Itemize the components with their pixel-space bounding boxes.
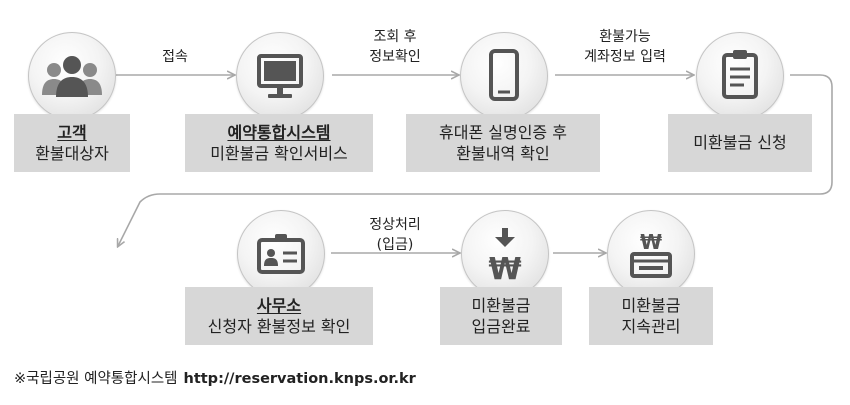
- edge-label-account-line1: 환불가능: [599, 29, 651, 45]
- apply-box: 미환불금 신청: [668, 114, 812, 172]
- edge-label-info-line2: 정보확인: [369, 48, 421, 65]
- svg-text:₩: ₩: [488, 252, 521, 287]
- edge-label-process-line1: 정상처리: [369, 217, 421, 233]
- customer-title: 고객: [57, 122, 87, 142]
- smartphone-icon: [489, 49, 519, 101]
- footnote: ※국립공원 예약통합시스템 http://reservation.knps.or.…: [14, 367, 416, 388]
- verify-icon-circle: [460, 32, 548, 120]
- monitor-icon: [257, 54, 303, 98]
- arrow-wrap: [118, 74, 833, 246]
- manage-icon-circle: ₩: [607, 210, 695, 298]
- svg-text:₩: ₩: [640, 230, 662, 254]
- system-title: 예약통합시스템: [227, 122, 331, 142]
- edge-label-connect: 접속: [145, 48, 205, 68]
- verify-line2: 환불내역 확인: [456, 144, 550, 163]
- customer-icon-circle: [28, 32, 116, 120]
- footnote-url: http://reservation.knps.or.kr: [183, 371, 416, 387]
- deposit-line2: 입금완료: [471, 317, 531, 336]
- customer-box: 고객 환불대상자: [14, 114, 130, 172]
- manage-line2: 지속관리: [621, 317, 681, 336]
- deposit-icon-circle: ₩: [461, 210, 549, 298]
- office-subtitle: 신청자 환불정보 확인: [207, 317, 351, 336]
- apply-title: 미환불금 신청: [693, 133, 787, 153]
- clipboard-icon: [722, 50, 758, 99]
- edge-label-connect-line1: 접속: [162, 49, 188, 65]
- deposit-line1: 미환불금: [471, 295, 531, 315]
- apply-icon-circle: [696, 32, 784, 120]
- edge-label-info-line1: 조회 후: [373, 29, 417, 45]
- office-icon-circle: [237, 210, 325, 298]
- edge-label-account: 환불가능 계좌정보 입력: [565, 28, 685, 67]
- footnote-prefix: ※국립공원 예약통합시스템: [14, 371, 178, 387]
- manage-box: 미환불금 지속관리: [589, 287, 713, 345]
- edge-label-process-line2: (입금): [376, 236, 414, 253]
- system-box: 예약통합시스템 미환불금 확인서비스: [185, 114, 373, 172]
- won-down-arrow-icon: ₩: [488, 228, 522, 287]
- edge-label-account-line2: 계좌정보 입력: [584, 48, 666, 65]
- won-card-icon: ₩: [630, 230, 672, 278]
- manage-line1: 미환불금: [621, 295, 681, 315]
- system-icon-circle: [236, 32, 324, 120]
- id-card-icon: [257, 234, 305, 274]
- office-box: 사무소 신청자 환불정보 확인: [185, 287, 373, 345]
- customer-subtitle: 환불대상자: [35, 144, 109, 163]
- edge-label-info: 조회 후 정보확인: [345, 28, 445, 67]
- people-icon: [42, 56, 102, 97]
- deposit-box: 미환불금 입금완료: [440, 287, 562, 345]
- verify-line1: 휴대폰 실명인증 후: [439, 122, 567, 142]
- system-subtitle: 미환불금 확인서비스: [210, 144, 348, 163]
- edge-label-process: 정상처리 (입금): [345, 216, 445, 255]
- office-title: 사무소: [256, 295, 302, 315]
- verify-box: 휴대폰 실명인증 후 환불내역 확인: [406, 114, 600, 172]
